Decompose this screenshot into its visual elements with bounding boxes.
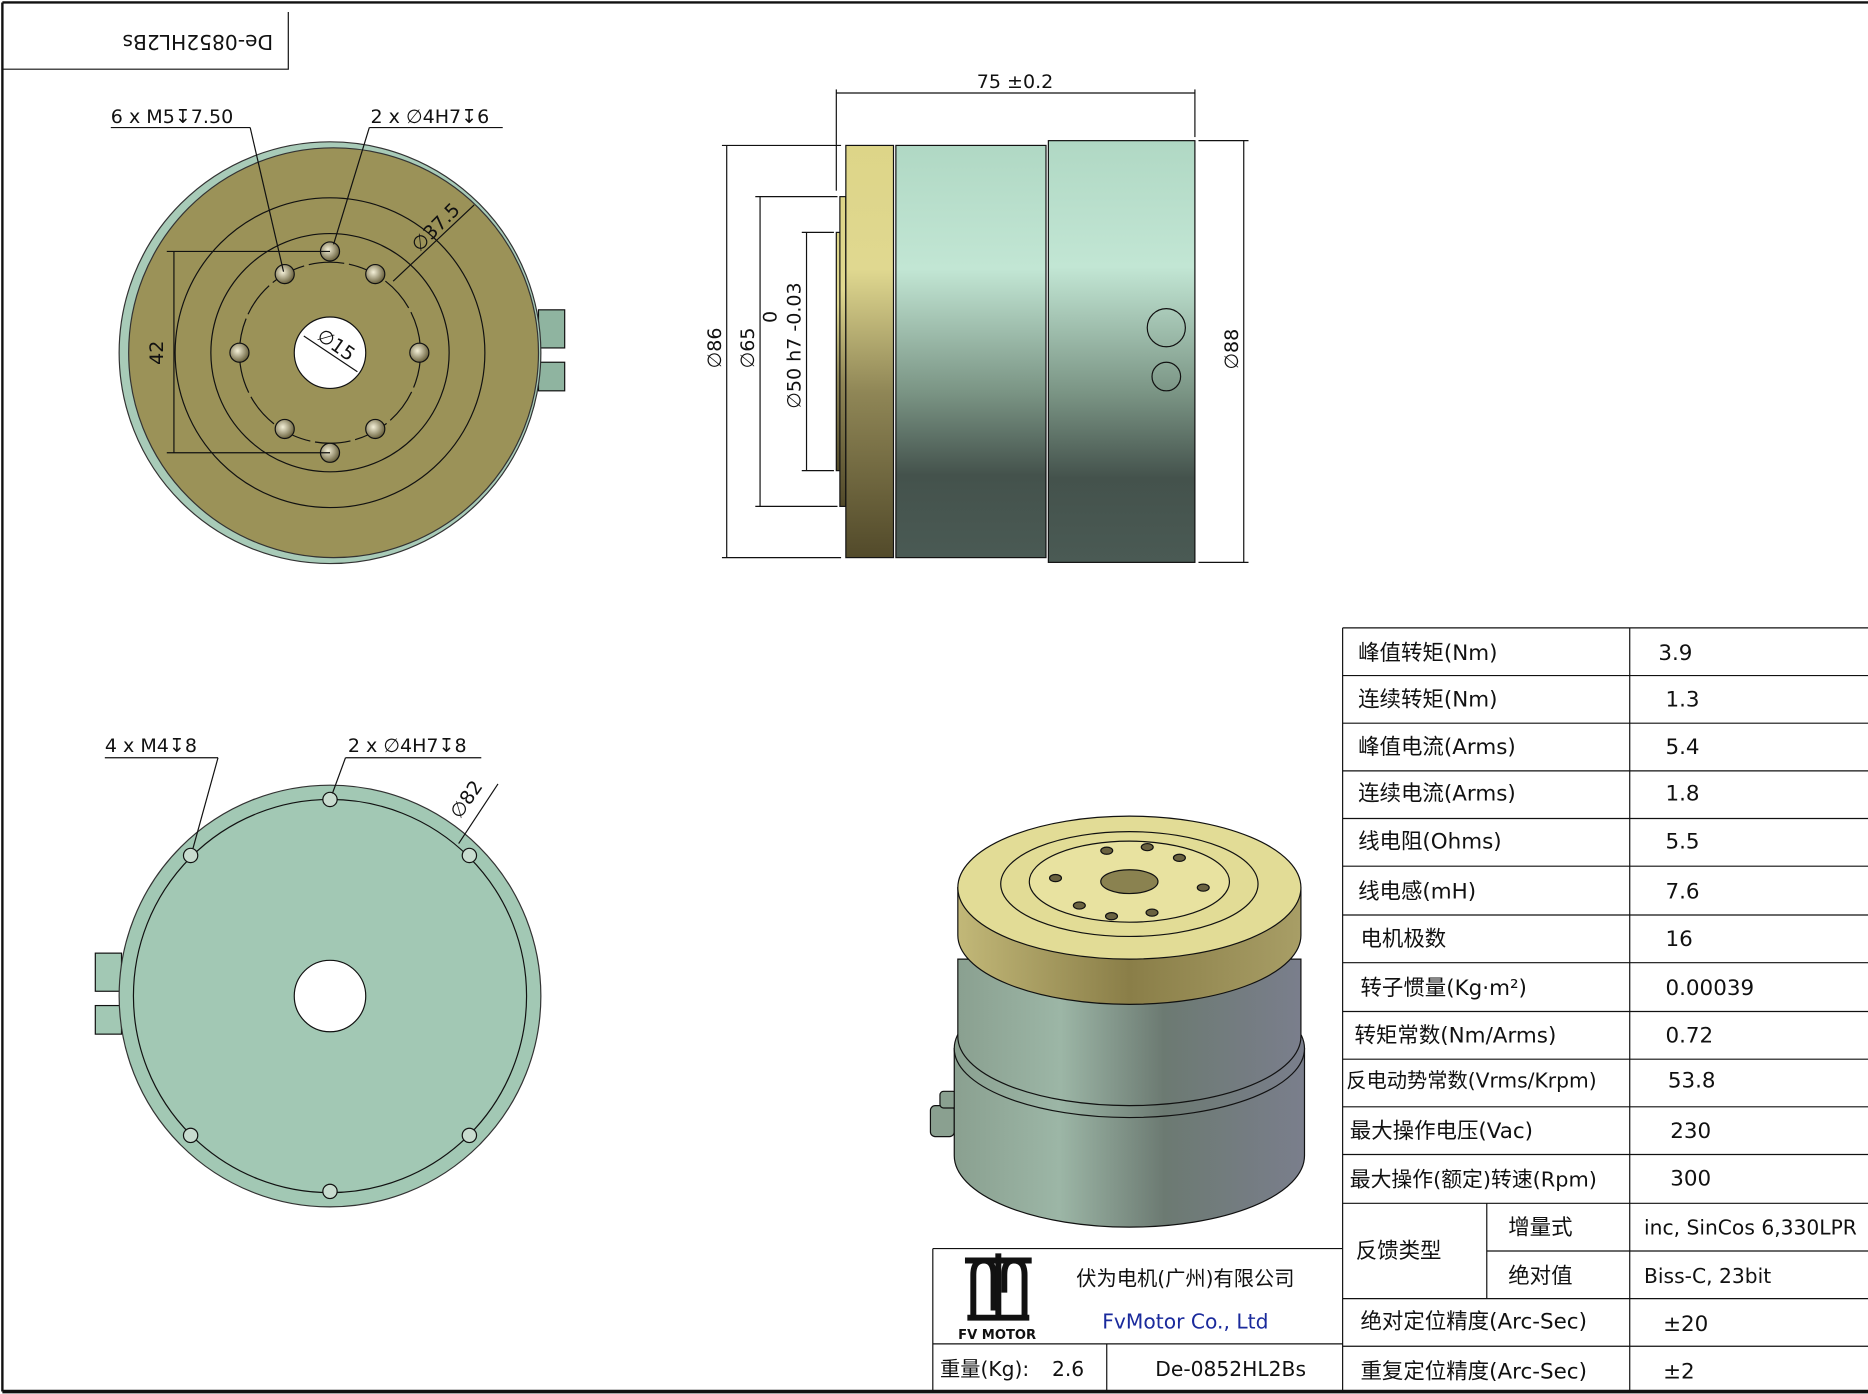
logo-text: FV MOTOR bbox=[958, 1328, 1036, 1343]
spec-value: ±20 bbox=[1663, 1312, 1708, 1337]
spec-value: 1.3 bbox=[1665, 688, 1699, 713]
spec-label: 绝对定位精度(Arc-Sec) bbox=[1360, 1309, 1586, 1334]
spec-label: 峰值电流(Arms) bbox=[1358, 735, 1516, 760]
rear-view: 4 x M4↧8 2 x ∅4H7↧8 ∅82 bbox=[94, 735, 542, 1208]
dim-d65: ∅65 bbox=[737, 328, 759, 369]
spec-value: 7.6 bbox=[1665, 879, 1699, 904]
spec-value: 3.9 bbox=[1658, 641, 1692, 666]
spec-table: 峰值转矩(Nm) 3.9 连续转矩(Nm) 1.3 峰值电流(Arms) 5.4 连续… bbox=[1342, 627, 1868, 1392]
dim-length: 75 ±0.2 bbox=[977, 71, 1054, 93]
connector bbox=[94, 952, 123, 992]
spec-value: 0.72 bbox=[1665, 1023, 1713, 1048]
spec-label: 线电阻(Ohms) bbox=[1358, 829, 1502, 854]
spec-row: 连续转矩(Nm) 1.3 bbox=[1358, 688, 1699, 713]
housing-front bbox=[895, 144, 1047, 559]
spec-value: 0.00039 bbox=[1665, 976, 1754, 1001]
spec-value: 53.8 bbox=[1668, 1069, 1716, 1094]
feedback-label: 反馈类型 bbox=[1356, 1239, 1442, 1264]
spec-row: 线电阻(Ohms) 5.5 bbox=[1358, 829, 1699, 854]
center-bore bbox=[293, 959, 367, 1033]
spec-row: 转矩常数(Nm/Arms) 0.72 bbox=[1355, 1023, 1714, 1048]
company-name-en: FvMotor Co., Ltd bbox=[1102, 1309, 1268, 1333]
spec-row: 峰值电流(Arms) 5.4 bbox=[1358, 735, 1699, 760]
company-name-cn: 伏为电机(广州)有限公司 bbox=[1076, 1267, 1294, 1291]
spec-row: 线电感(mH) 7.6 bbox=[1358, 879, 1699, 904]
spec-label: 电机极数 bbox=[1360, 927, 1446, 952]
spec-label: 连续转矩(Nm) bbox=[1358, 688, 1497, 713]
isometric-view bbox=[929, 815, 1306, 1228]
dim-d82: ∅82 bbox=[446, 777, 487, 823]
connector bbox=[537, 361, 566, 392]
spec-value: 5.5 bbox=[1665, 829, 1699, 854]
spec-label: 转子惯量(Kg·m²) bbox=[1360, 976, 1526, 1001]
connector bbox=[94, 1004, 123, 1035]
dim-d50: ∅50 h7 -0.03 bbox=[784, 282, 806, 408]
feedback-absolute-label: 绝对值 bbox=[1508, 1264, 1572, 1289]
spec-label: 连续电流(Arms) bbox=[1358, 782, 1516, 807]
callout-threads: 4 x M4↧8 bbox=[105, 735, 197, 757]
drawing-label-box: De-0852HL2Bs bbox=[2, 11, 289, 70]
housing-rear bbox=[1047, 140, 1196, 563]
dim-d86: ∅86 bbox=[704, 328, 726, 369]
front-view: 6 x M5↧7.50 2 x ∅4H7↧6 ∅37.5 ∅15 42 bbox=[111, 106, 566, 565]
model-number: De-0852HL2Bs bbox=[1155, 1357, 1306, 1381]
company-logo bbox=[964, 1253, 1032, 1321]
spec-value: 230 bbox=[1670, 1119, 1711, 1144]
side-view: 75 ±0.2 ∅86 ∅65 0 ∅50 h7 -0.03 ∅88 bbox=[704, 71, 1249, 563]
spec-label: 反电动势常数(Vrms/Krpm) bbox=[1346, 1069, 1596, 1093]
feedback-absolute-value: Biss-C, 23bit bbox=[1644, 1264, 1771, 1288]
rear-holes bbox=[182, 791, 478, 1200]
spec-label: 重复定位精度(Arc-Sec) bbox=[1360, 1359, 1586, 1384]
spec-value: 16 bbox=[1665, 927, 1692, 952]
connector bbox=[537, 309, 566, 349]
spec-row: 转子惯量(Kg·m²) 0.00039 bbox=[1360, 976, 1754, 1001]
spec-row: 最大操作电压(Vac) 230 bbox=[1350, 1119, 1711, 1144]
spec-label: 转矩常数(Nm/Arms) bbox=[1355, 1023, 1557, 1048]
spec-row: 绝对定位精度(Arc-Sec) ±20 bbox=[1360, 1309, 1708, 1336]
callout-pins: 2 x ∅4H7↧8 bbox=[348, 735, 467, 757]
spec-row: 峰值转矩(Nm) 3.9 bbox=[1358, 641, 1692, 666]
callout-threads: 6 x M5↧7.50 bbox=[111, 106, 233, 128]
dim-height: 42 bbox=[146, 341, 168, 365]
spec-row: 重复定位精度(Arc-Sec) ±2 bbox=[1360, 1359, 1694, 1384]
dim-d88: ∅88 bbox=[1221, 329, 1243, 370]
dim-d50-tol-upper: 0 bbox=[760, 311, 782, 323]
spec-label: 线电感(mH) bbox=[1358, 879, 1476, 904]
feedback-incremental-label: 增量式 bbox=[1508, 1215, 1572, 1240]
title-block: FV MOTOR 伏为电机(广州)有限公司 FvMotor Co., Ltd 重… bbox=[932, 1247, 1343, 1392]
weight-label: 重量(Kg): bbox=[940, 1357, 1029, 1381]
spec-value: ±2 bbox=[1663, 1359, 1695, 1384]
center-bore bbox=[293, 316, 367, 390]
spec-value: 1.8 bbox=[1665, 782, 1699, 807]
spec-label: 峰值转矩(Nm) bbox=[1358, 641, 1497, 666]
spec-row: 反电动势常数(Vrms/Krpm) 53.8 bbox=[1346, 1069, 1715, 1094]
callout-pins: 2 x ∅4H7↧6 bbox=[371, 106, 490, 128]
spec-row: 电机极数 16 bbox=[1360, 927, 1692, 952]
spec-value: 300 bbox=[1670, 1166, 1711, 1191]
spec-label: 最大操作电压(Vac) bbox=[1350, 1119, 1533, 1144]
feedback-incremental-value: inc, SinCos 6,330LPR bbox=[1644, 1215, 1857, 1239]
weight-value: 2.6 bbox=[1052, 1357, 1084, 1381]
spec-row: 最大操作(额定)转速(Rpm) 300 bbox=[1350, 1166, 1711, 1191]
spec-value: 5.4 bbox=[1665, 735, 1699, 760]
spec-label: 最大操作(额定)转速(Rpm) bbox=[1350, 1168, 1597, 1192]
spec-row: 连续电流(Arms) 1.8 bbox=[1358, 782, 1699, 807]
drawing-label: De-0852HL2Bs bbox=[122, 30, 273, 54]
flange bbox=[845, 144, 895, 559]
